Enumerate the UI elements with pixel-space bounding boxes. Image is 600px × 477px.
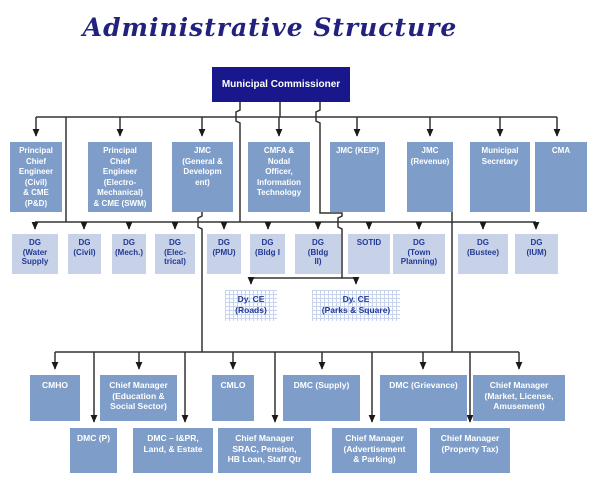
node-chief-manager-education-social: Chief Manager (Education & Social Sector…	[100, 375, 177, 421]
node-chief-manager-market-license: Chief Manager (Market, License, Amusemen…	[473, 375, 565, 421]
node-dmc-grievance: DMC (Grievance)	[380, 375, 467, 421]
node-municipal-secretary: Municipal Secretary	[470, 142, 530, 212]
node-dmc-supply: DMC (Supply)	[283, 375, 360, 421]
node-chief-manager-srac-pension: Chief Manager SRAC, Pension, HB Loan, St…	[218, 428, 311, 473]
node-dmc-p: DMC (P)	[70, 428, 117, 473]
connector-jmc-general-to-bottom-bus	[197, 212, 203, 352]
node-dy-ce-roads: Dy. CE (Roads)	[225, 290, 277, 321]
node-jmc-keip: JMC (KEIP)	[330, 142, 385, 212]
node-dy-ce-parks-square: Dy. CE (Parks & Square)	[312, 290, 400, 321]
node-dg-bldg-1: DG (Bldg I	[250, 234, 285, 274]
node-jmc-general-development: JMC (General & Developm ent)	[172, 142, 233, 212]
node-jmc-revenue: JMC (Revenue)	[407, 142, 453, 212]
node-dg-water-supply: DG (Water Supply	[12, 234, 58, 274]
node-dmc-ipr-land-estate: DMC – I&PR, Land, & Estate	[133, 428, 213, 473]
node-cmlo: CMLO	[212, 375, 254, 421]
node-principal-chief-engineer-civil: Principal Chief Engineer (Civil) & CME (…	[10, 142, 62, 212]
node-dg-civil: DG (Civil)	[68, 234, 101, 274]
node-dg-mech: DG (Mech.)	[112, 234, 146, 274]
node-dg-bustee: DG (Bustee)	[458, 234, 508, 274]
node-dg-town-planning: DG (Town Planning)	[393, 234, 445, 274]
node-chief-manager-property-tax: Chief Manager (Property Tax)	[430, 428, 510, 473]
node-chief-manager-advertisement-parking: Chief Manager (Advertisement & Parking)	[332, 428, 417, 473]
node-principal-chief-engineer-electro-mechanical: Principal Chief Engineer (Electro- Mecha…	[88, 142, 152, 212]
connector-root-to-level3-bus	[235, 102, 241, 222]
node-dg-bldg-2: DG (Bldg II)	[295, 234, 341, 274]
node-dg-pmu: DG (PMU)	[207, 234, 241, 274]
node-cma: CMA	[535, 142, 587, 212]
node-dg-electrical: DG (Elec- trical)	[155, 234, 195, 274]
node-cmho: CMHO	[30, 375, 80, 421]
node-dg-ium: DG (IUM)	[515, 234, 558, 274]
node-municipal-commissioner: Municipal Commissioner	[212, 67, 350, 102]
node-cmfa-nodal-officer-it: CMFA & Nodal Officer, Information Techno…	[248, 142, 310, 212]
diagram-title: Administrative Structure	[82, 13, 458, 42]
node-sotid: SOTID	[348, 234, 390, 274]
